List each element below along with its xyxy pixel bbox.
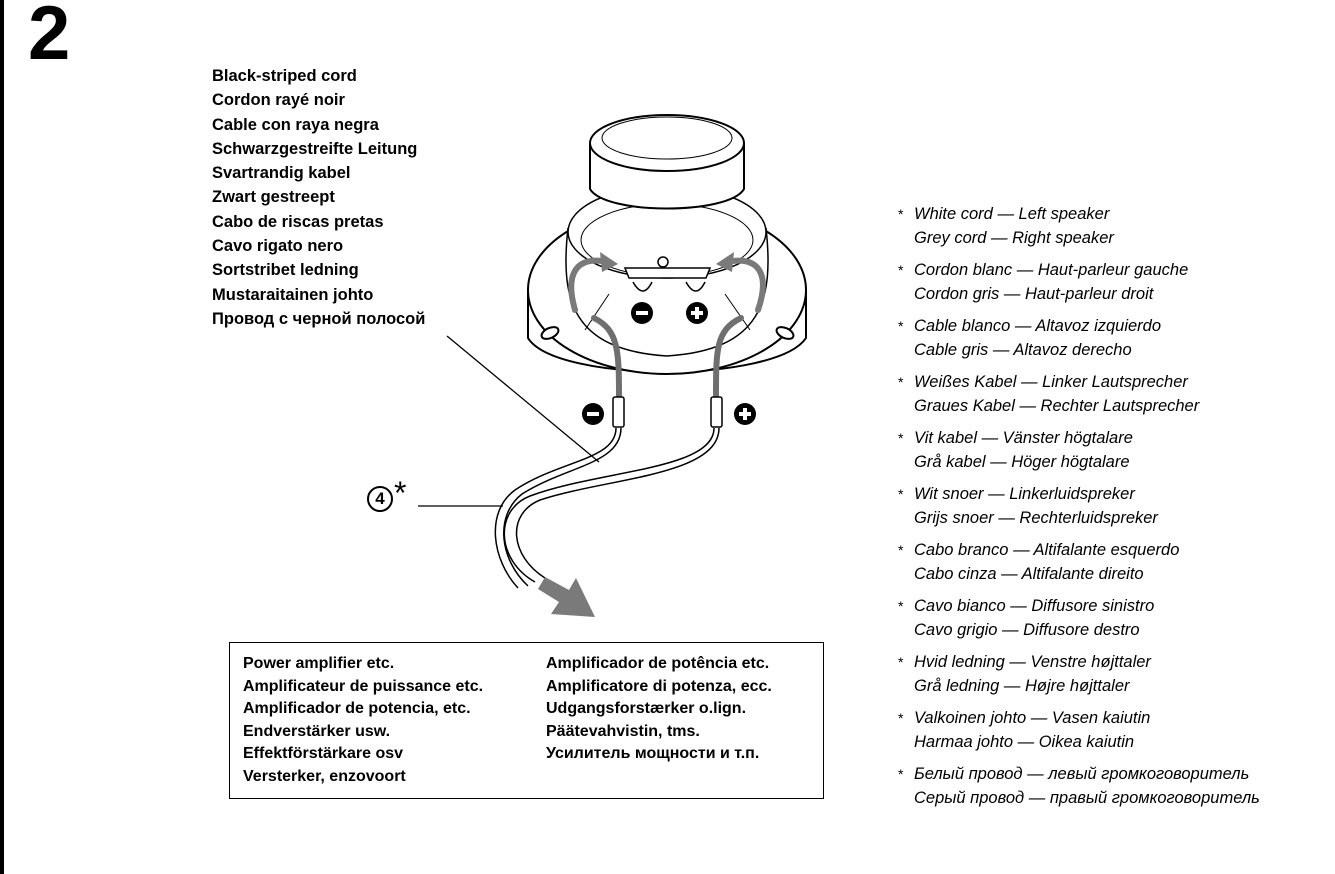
note-line: Cabo branco — Altifalante esquerdo — [914, 541, 1180, 559]
step-number: 2 — [28, 0, 71, 76]
cord-label-line: Провод с черной полосой — [212, 309, 426, 328]
note-asterisk: * — [898, 318, 904, 334]
speaker-leads — [591, 315, 744, 399]
note-asterisk: * — [898, 374, 904, 390]
note-line: Cordon blanc — Haut-parleur gauche — [914, 261, 1189, 279]
cord-label-line: Cavo rigato nero — [212, 237, 344, 256]
right-arrow-head — [716, 252, 734, 272]
cord-label-line: Cordon rayé noir — [212, 91, 345, 110]
connector-left — [612, 396, 625, 428]
amplifier-label: Amplificatore di potenza, ecc. — [546, 677, 772, 695]
callout-number: 4 — [367, 485, 393, 512]
cord-label-line: Mustaraitainen johto — [212, 285, 374, 304]
amplifier-label: Amplificateur de puissance etc. — [243, 677, 484, 695]
note-asterisk: * — [898, 262, 904, 278]
cord-label-line: Sortstribet ledning — [212, 261, 359, 280]
note-asterisk: * — [898, 654, 904, 670]
note-line: Weißes Kabel — Linker Lautsprecher — [914, 373, 1188, 391]
callout-mark: * — [394, 475, 407, 511]
note-line: Grey cord — Right speaker — [914, 228, 1114, 247]
amplifier-label: Endverstärker usw. — [243, 722, 391, 740]
amplifier-list-left: Power amplifier etc. Amplificateur de pu… — [243, 653, 483, 788]
amplifier-label: Päätevahvistin, tms. — [546, 722, 700, 740]
note-line: Grijs snoer — Rechterluidspreker — [914, 508, 1158, 527]
cord-label-leader — [446, 335, 600, 463]
note-asterisk: * — [898, 206, 904, 222]
amplifier-label: Amplificador de potência etc. — [546, 655, 770, 672]
note-asterisk: * — [898, 598, 904, 614]
note-line: Harmaa johto — Oikea kaiutin — [914, 732, 1135, 751]
note-asterisk: * — [898, 766, 904, 782]
amplifier-label: Udgangsforstærker o.lign. — [546, 700, 747, 717]
note-line: Graues Kabel — Rechter Lautsprecher — [914, 396, 1200, 415]
speaker-cords — [494, 427, 720, 589]
note-asterisk: * — [898, 486, 904, 502]
cable-plus-icon — [734, 403, 756, 425]
note-line: Hvid ledning — Venstre højttaler — [914, 653, 1151, 671]
connector-right — [710, 396, 723, 428]
note-line: Grå kabel — Höger högtalare — [914, 452, 1130, 471]
cord-callout: 4* — [367, 477, 406, 515]
note-asterisk: * — [898, 430, 904, 446]
note-line: Cable blanco — Altavoz izquierdo — [914, 317, 1162, 335]
note-line: Grå ledning — Højre højttaler — [914, 676, 1130, 695]
amplifier-label: Усилитель мощности и т.п. — [546, 745, 760, 762]
speaker-illustration — [527, 114, 807, 375]
note-line: Cable gris — Altavoz derecho — [914, 340, 1132, 359]
note-line: Cordon gris — Haut-parleur droit — [914, 284, 1154, 303]
note-line: Vit kabel — Vänster högtalare — [914, 429, 1133, 447]
amplifier-label: Amplificador de potencia, etc. — [243, 700, 471, 717]
amplifier-label: Power amplifier etc. — [243, 655, 395, 672]
amplifier-label: Effektförstärkare osv — [243, 745, 404, 762]
wire-route-arrows — [568, 257, 766, 313]
note-line: Wit snoer — Linkerluidspreker — [914, 485, 1135, 503]
note-line: Cavo grigio — Diffusore destro — [914, 620, 1140, 639]
note-line: White cord — Left speaker — [914, 205, 1110, 223]
note-asterisk: * — [898, 542, 904, 558]
note-line: Valkoinen johto — Vasen kaiutin — [914, 709, 1151, 727]
cord-label-line: Cabo de riscas pretas — [212, 212, 384, 231]
direction-arrow — [538, 577, 595, 617]
note-line: Белый провод — левый громкоговоритель — [914, 765, 1250, 783]
cord-label-list: Black-striped cord Cordon rayé noir Cabl… — [212, 64, 425, 331]
plus-terminal-icon — [686, 302, 708, 324]
note-line: Cavo bianco — Diffusore sinistro — [914, 597, 1155, 615]
amplifier-list-right: Amplificador de potência etc. Amplificat… — [546, 653, 772, 766]
minus-terminal-icon — [631, 302, 653, 324]
cord-label-line: Black-striped cord — [212, 67, 357, 85]
note-line: Cabo cinza — Altifalante direito — [914, 564, 1144, 583]
amplifier-label: Versterker, enzovoort — [243, 767, 406, 785]
page-edge-bar — [0, 0, 4, 874]
cord-label-line: Schwarzgestreifte Leitung — [212, 139, 418, 158]
amplifier-box: Power amplifier etc. Amplificateur de pu… — [229, 642, 824, 799]
left-arrow-head — [600, 252, 618, 272]
cable-minus-icon — [582, 403, 604, 425]
note-asterisk: * — [898, 710, 904, 726]
cord-label-line: Zwart gestreept — [212, 188, 335, 207]
cord-label-line: Cable con raya negra — [212, 115, 379, 134]
note-line: Серый провод — правый громкоговоритель — [914, 788, 1260, 807]
cord-label-line: Svartrandig kabel — [212, 164, 351, 183]
